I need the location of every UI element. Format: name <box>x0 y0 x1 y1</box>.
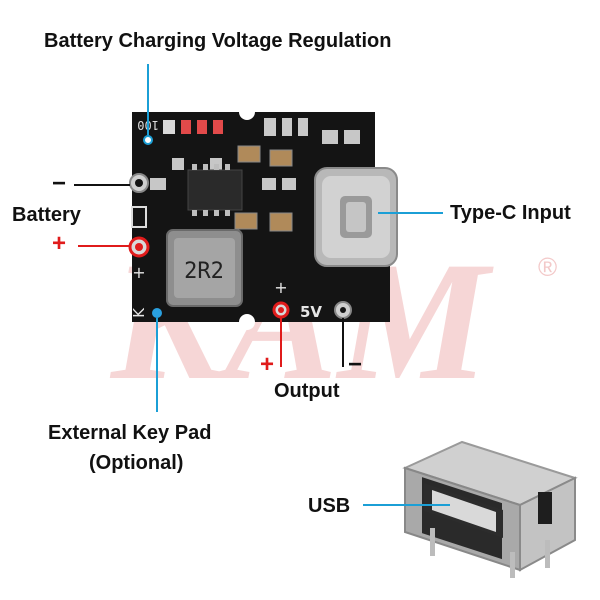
pcb-output-plus: + <box>274 278 287 297</box>
pcb-battery-plus: + <box>132 263 145 282</box>
inductor-marking: 2R2 <box>184 259 224 284</box>
output-plus-sign: + <box>260 351 275 378</box>
pcb-key-marking: K <box>130 307 148 318</box>
voltage-regulation-label: Battery Charging Voltage Regulation <box>44 30 392 52</box>
charger-pcb: 100 <box>128 104 398 330</box>
leader-lines <box>74 64 450 506</box>
battery-plus-sign: + <box>52 230 67 257</box>
usb-label: USB <box>308 495 351 517</box>
external-key-pad-label: External Key Pad <box>48 422 212 444</box>
type-c-input-label: Type-C Input <box>450 202 571 224</box>
output-label: Output <box>274 380 340 402</box>
usb-connector <box>402 440 578 578</box>
watermark-registered: ® <box>538 252 557 282</box>
external-key-pad-optional-label: (Optional) <box>89 452 184 474</box>
output-minus-sign: − <box>348 351 363 378</box>
battery-label: Battery <box>12 204 81 226</box>
battery-minus-sign: − <box>52 170 67 197</box>
pcb-5v-marking: 5V <box>300 303 322 321</box>
